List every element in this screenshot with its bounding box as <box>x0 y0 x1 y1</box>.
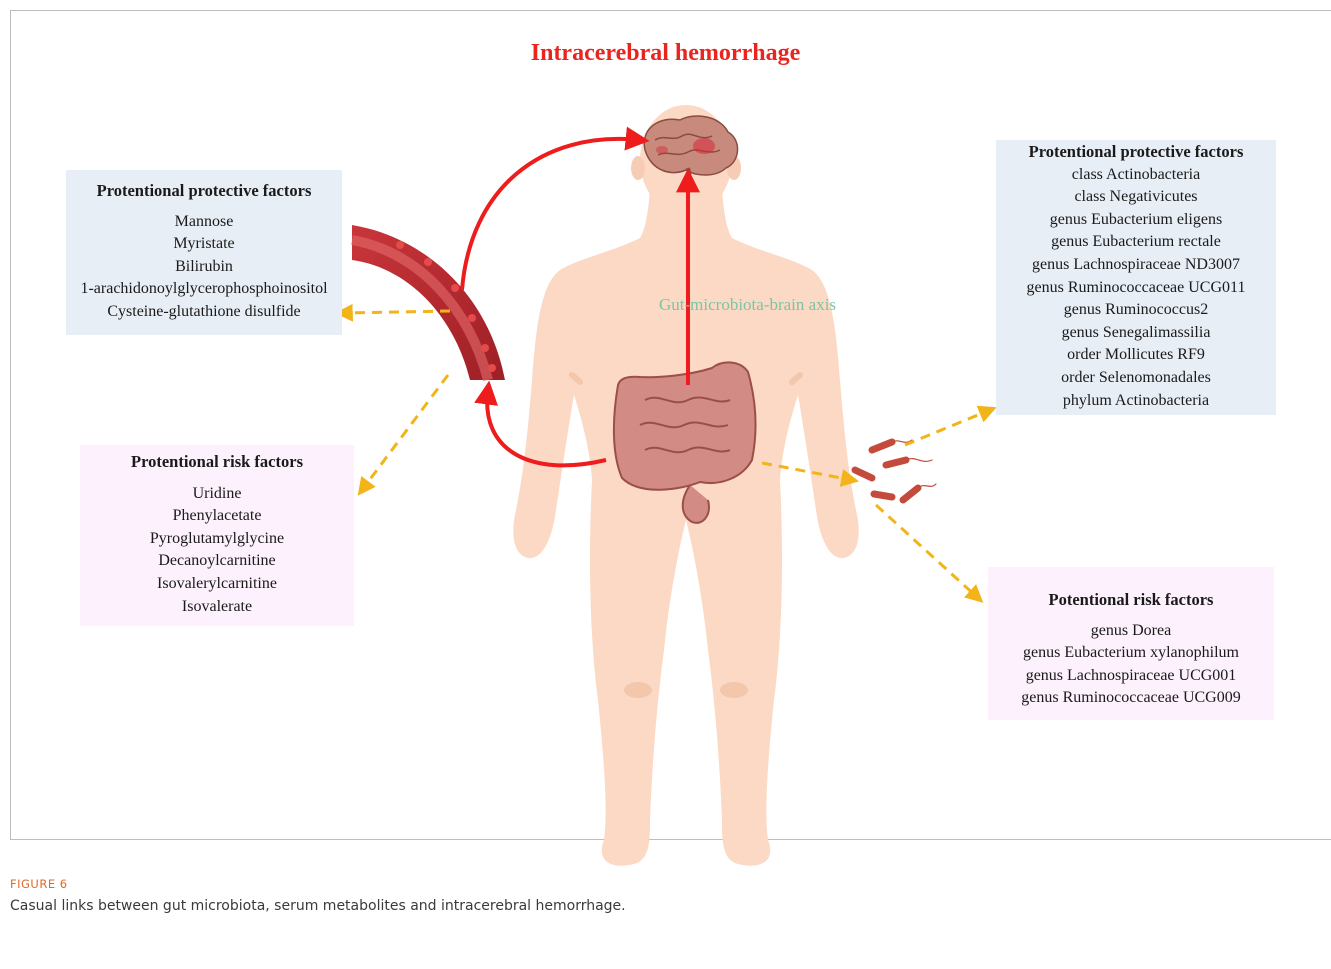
dashed-arrow-vessel-to-protective <box>342 311 450 313</box>
dashed-arrow-bacteria-to-risk <box>876 505 978 598</box>
list-item: Phenylacetate <box>80 505 354 528</box>
figure-caption: Casual links between gut microbiota, ser… <box>10 898 626 914</box>
list-item: Isovalerate <box>80 596 354 619</box>
list-item: 1-arachidonoylglycerophosphoinositol <box>66 278 342 301</box>
metabolite-protective-box: Protentional protective factors Mannose … <box>66 170 342 335</box>
list-item: genus Ruminococcaceae UCG011 <box>996 277 1276 300</box>
dashed-arrow-vessel-to-risk <box>362 375 448 490</box>
microbiota-risk-box: Potentional risk factors genus Dorea gen… <box>988 567 1274 720</box>
list-item: Mannose <box>66 211 342 234</box>
list-item: order Selenomonadales <box>996 367 1276 390</box>
list-item: genus Dorea <box>988 620 1274 643</box>
list-item: Myristate <box>66 233 342 256</box>
box-heading: Protentional risk factors <box>80 451 354 474</box>
box-heading: Potentional risk factors <box>988 589 1274 612</box>
list-item: genus Eubacterium xylanophilum <box>988 642 1274 665</box>
box-heading: Protentional protective factors <box>66 180 342 203</box>
list-item: genus Ruminococcaceae UCG009 <box>988 687 1274 710</box>
list-item: Decanoylcarnitine <box>80 550 354 573</box>
bacteria-illustration <box>855 440 936 500</box>
list-item: genus Senegalimassilia <box>996 322 1276 345</box>
metabolite-risk-box: Protentional risk factors Uridine Phenyl… <box>80 445 354 626</box>
axis-label: Gut-microbiota-brain axis <box>659 295 836 315</box>
list-item: class Negativicutes <box>996 186 1276 209</box>
microbiota-protective-box: Protentional protective factors class Ac… <box>996 140 1276 415</box>
list-item: Cysteine-glutathione disulfide <box>66 301 342 324</box>
list-item: class Actinobacteria <box>996 164 1276 187</box>
list-item: genus Lachnospiraceae UCG001 <box>988 665 1274 688</box>
list-item: Pyroglutamylglycine <box>80 528 354 551</box>
diagram-title: Intracerebral hemorrhage <box>0 40 1331 67</box>
dashed-arrow-bacteria-to-protective <box>905 410 990 445</box>
list-item: genus Eubacterium eligens <box>996 209 1276 232</box>
list-item: genus Ruminococcus2 <box>996 299 1276 322</box>
figure-label: FIGURE 6 <box>10 877 68 891</box>
list-item: phylum Actinobacteria <box>996 390 1276 413</box>
list-item: order Mollicutes RF9 <box>996 344 1276 367</box>
list-item: Uridine <box>80 483 354 506</box>
list-item: Isovalerylcarnitine <box>80 573 354 596</box>
box-heading: Protentional protective factors <box>996 141 1276 164</box>
list-item: Bilirubin <box>66 256 342 279</box>
list-item: genus Lachnospiraceae ND3007 <box>996 254 1276 277</box>
list-item: genus Eubacterium rectale <box>996 231 1276 254</box>
blood-vessel-illustration <box>352 225 505 380</box>
